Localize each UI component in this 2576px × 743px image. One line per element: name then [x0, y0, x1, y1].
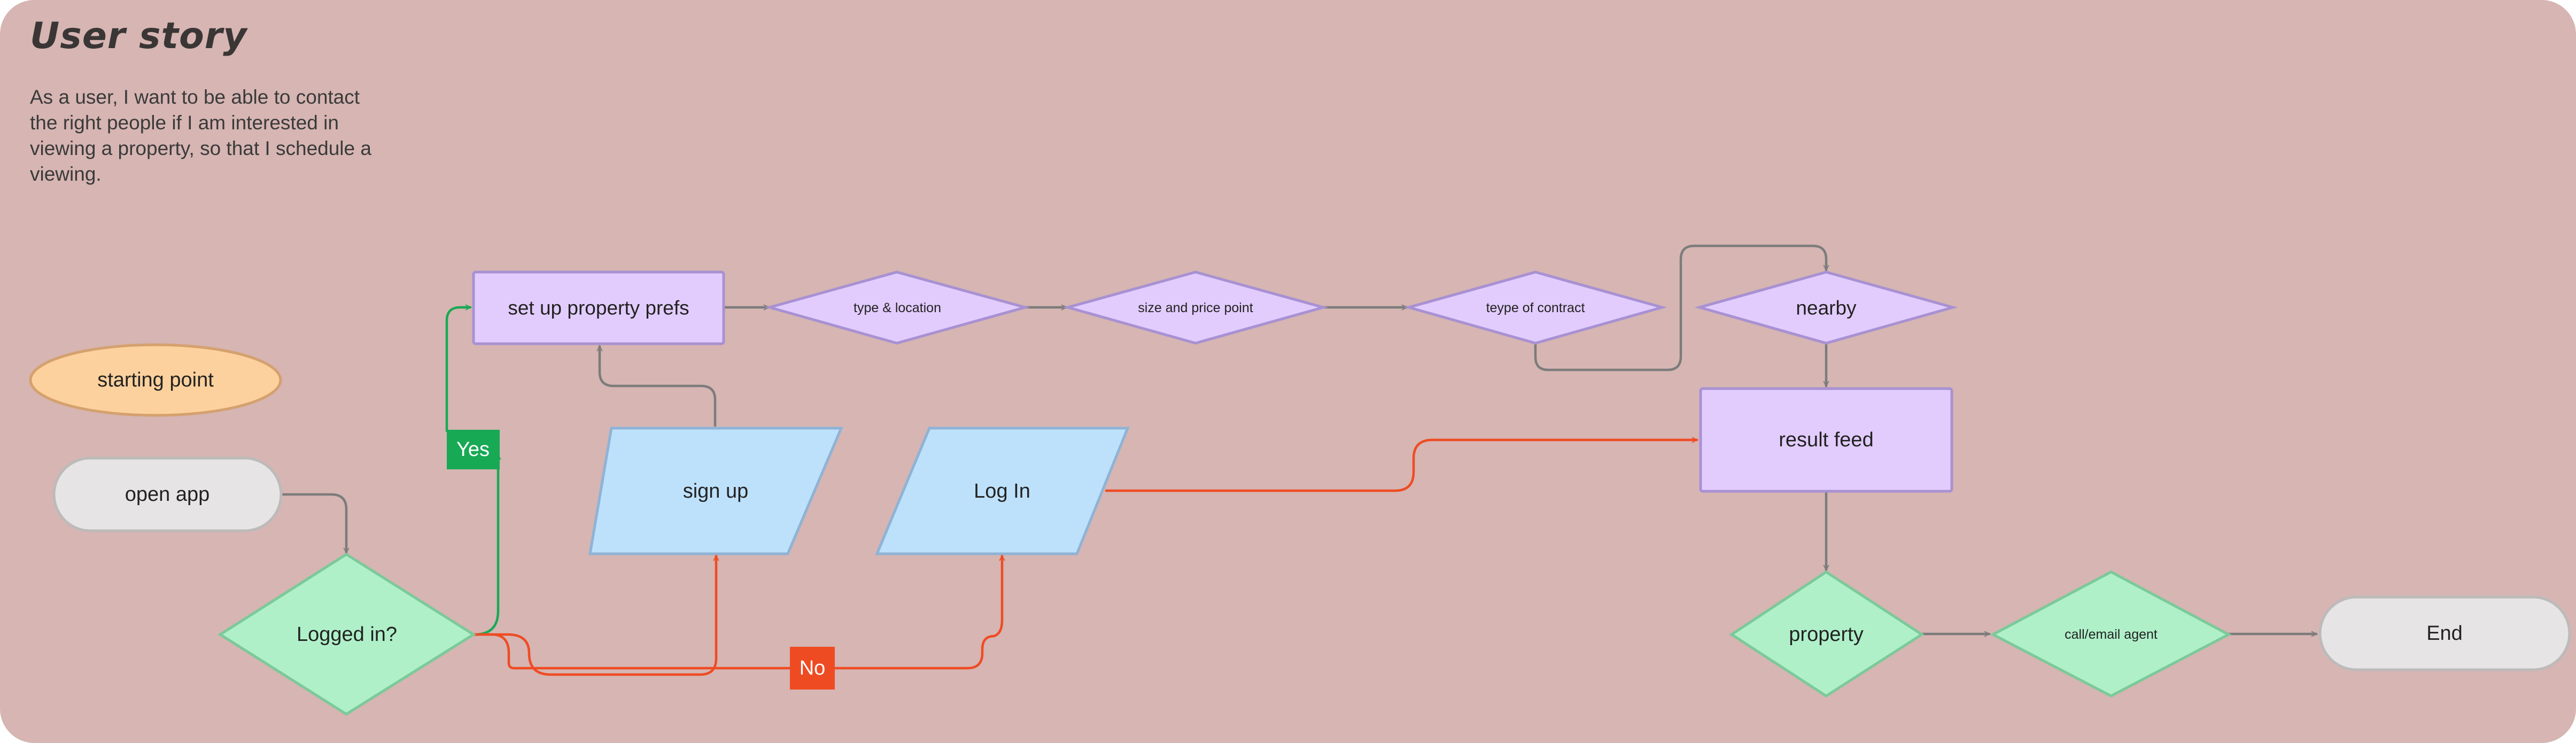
node-starting-point-label: starting point — [97, 369, 214, 391]
node-contract-type[interactable]: teype of contract — [1403, 270, 1667, 345]
node-log-in-label: Log In — [974, 480, 1030, 502]
connector-yes-upper — [445, 307, 472, 432]
node-property-decision[interactable]: property — [1729, 570, 1925, 698]
node-result-feed[interactable]: result feed — [1699, 387, 1953, 493]
node-type-location-label: type & location — [854, 300, 941, 315]
connector-yes-to-setup-prefs — [473, 453, 498, 636]
node-call-email-label: call/email agent — [2065, 627, 2158, 642]
node-open-app-label: open app — [125, 483, 210, 506]
connector-sign-up-to-setup-prefs — [600, 345, 717, 427]
edge-label-yes-text: Yes — [456, 438, 490, 461]
node-call-email-agent[interactable]: call/email agent — [1990, 570, 2232, 698]
node-setup-property-prefs[interactable]: set up property prefs — [472, 270, 725, 345]
node-setup-prefs-label: set up property prefs — [508, 297, 689, 319]
connector-log-in-to-result-feed — [1105, 440, 1698, 492]
node-contract-type-label: teype of contract — [1486, 300, 1585, 315]
node-sign-up[interactable]: sign up — [588, 427, 843, 555]
node-size-price-label: size and price point — [1138, 300, 1253, 315]
node-result-feed-label: result feed — [1779, 429, 1873, 451]
node-nearby[interactable]: nearby — [1694, 270, 1958, 345]
node-end[interactable]: End — [2318, 595, 2571, 671]
connector-no-to-sign-up — [473, 554, 716, 676]
edge-label-no-text: No — [800, 657, 826, 679]
edge-label-no: No — [790, 647, 835, 690]
node-nearby-label: nearby — [1796, 297, 1857, 319]
connector-no-to-log-in — [473, 554, 1002, 670]
node-logged-in-label: Logged in? — [297, 623, 397, 646]
node-logged-in-decision[interactable]: Logged in? — [218, 553, 476, 716]
node-property-label: property — [1789, 623, 1863, 646]
edge-label-yes: Yes — [447, 430, 500, 469]
user-story-description: As a user, I want to be able to contact … — [30, 86, 371, 185]
node-end-label: End — [2426, 622, 2463, 645]
connector-open-app-to-logged-in — [281, 493, 346, 554]
node-size-price[interactable]: size and price point — [1062, 270, 1329, 345]
node-log-in[interactable]: Log In — [875, 427, 1130, 555]
page-title: User story — [30, 15, 247, 57]
node-type-location[interactable]: type & location — [764, 270, 1030, 345]
connector-contract-to-nearby — [1534, 244, 1826, 372]
node-sign-up-label: sign up — [683, 480, 749, 502]
node-open-app[interactable]: open app — [52, 456, 283, 532]
node-starting-point[interactable]: starting point — [29, 343, 282, 417]
